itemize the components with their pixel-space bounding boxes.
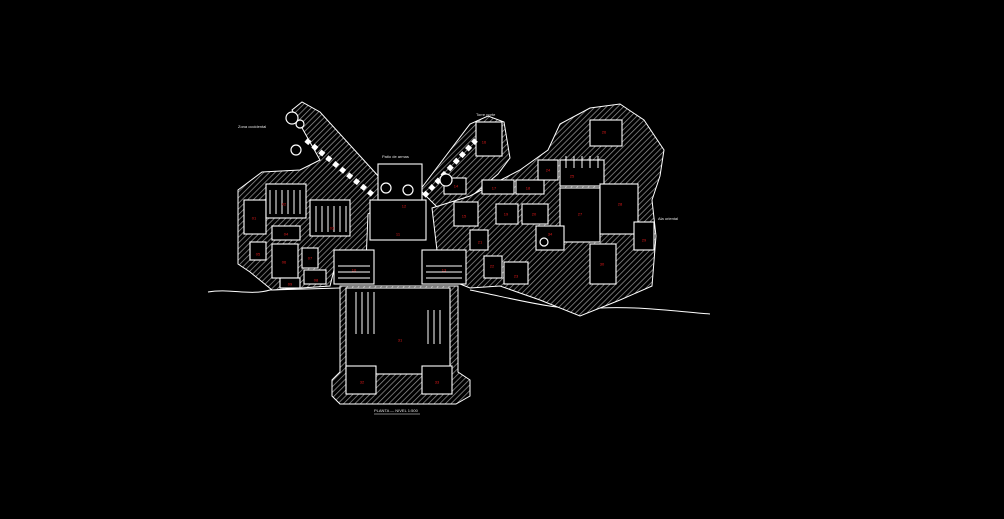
- room-tag: 13: [442, 268, 447, 273]
- area-label-north-center: Patio de armas: [382, 154, 409, 159]
- room-tag: 05: [256, 252, 261, 257]
- room-tag: 19: [504, 212, 509, 217]
- room-tag: 21: [478, 240, 483, 245]
- room-tag: 07: [308, 256, 313, 261]
- room-tag: 16: [482, 140, 487, 145]
- room-tag: 22: [490, 264, 495, 269]
- room-tag: 08: [314, 278, 319, 283]
- room-outlines: [243, 119, 655, 395]
- room-tag: 03: [330, 226, 335, 231]
- area-label-east: Ala oriental: [658, 216, 678, 221]
- room-tag: 11: [396, 232, 401, 237]
- room-tags: 01 02 03 04 05 06 07 08 09 10 11 12 13 1…: [252, 130, 647, 385]
- room-tag: 04: [284, 232, 289, 237]
- room-tag: 14: [454, 184, 459, 189]
- room-tag: 12: [402, 204, 407, 209]
- room-tag: 06: [282, 260, 287, 265]
- room-tag: 09: [288, 282, 293, 287]
- room-tag: 32: [360, 380, 365, 385]
- room-tag: 28: [618, 202, 623, 207]
- room-tag: 24: [546, 168, 551, 173]
- room-tag: 26: [602, 130, 607, 135]
- room-tag: 17: [492, 186, 497, 191]
- room-tag: 33: [435, 380, 440, 385]
- room-tag: 23: [514, 274, 519, 279]
- room-tag: 29: [642, 238, 647, 243]
- drawing-caption: PLANTA — NIVEL 1:500: [374, 408, 419, 413]
- room-tag: 20: [532, 212, 537, 217]
- room-tag: 01: [252, 216, 257, 221]
- room-tag: 10: [352, 268, 357, 273]
- room-tag: 30: [600, 262, 605, 267]
- room-tag: 31: [398, 338, 403, 343]
- room-tag: 18: [526, 186, 531, 191]
- area-label-north-right: Torre norte: [476, 112, 496, 117]
- dashed-corridors: [304, 138, 478, 198]
- room-tag: 02: [282, 202, 287, 207]
- area-label-northwest: Zona occidental: [238, 124, 266, 129]
- interior-stairs: [269, 156, 599, 344]
- room-tag: 25: [570, 174, 575, 179]
- room-tag: 27: [578, 212, 583, 217]
- room-tag: 15: [462, 214, 467, 219]
- tower-circles: [285, 111, 549, 247]
- room-tag: 34: [548, 232, 553, 237]
